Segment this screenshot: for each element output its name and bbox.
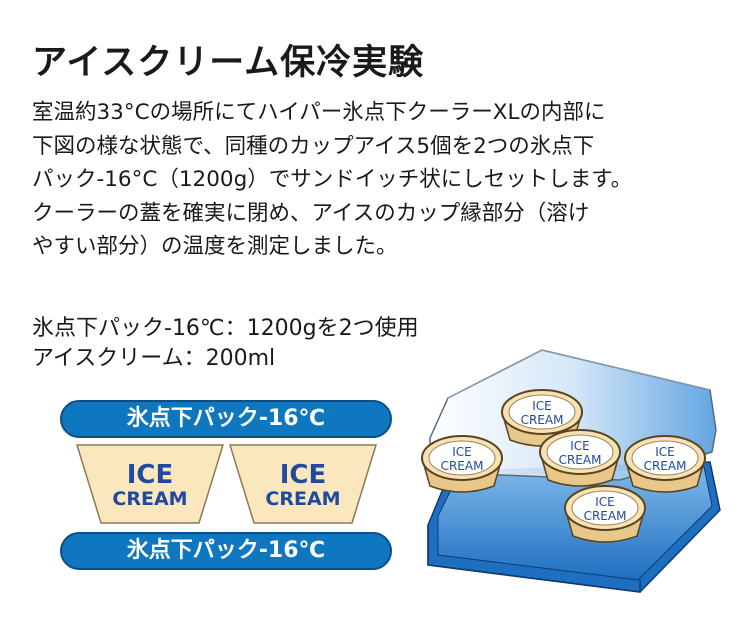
cup-shape [75, 444, 225, 524]
cup-label-cream: CREAM [559, 453, 602, 467]
cup-label-cream: CREAM [644, 459, 687, 473]
description-line: 室温約33°Cの場所にてハイパー氷点下クーラーXLの内部に [32, 100, 606, 125]
cup-label-cream: CREAM [584, 509, 627, 523]
ice-cream-cup-right: ICE CREAM [228, 443, 378, 529]
description-line: 下図の様な状態で、同種のカップアイス5個を2つの氷点下 [32, 133, 595, 159]
cup-label-ice: ICE [655, 445, 675, 459]
spec-ice-pack: 氷点下パック-16℃：1200gを2つ使用 [32, 316, 419, 341]
cup-label-cream: CREAM [112, 488, 188, 510]
cup-label-ice: ICE [452, 445, 472, 459]
cup-label-ice: ICE [532, 399, 552, 413]
description-line: やすい部分）の温度を測定しました。 [32, 234, 398, 259]
cup-shape [228, 444, 378, 524]
ice-pack-bottom: 氷点下パック-16℃ [60, 532, 392, 570]
description: 室温約33°Cの場所にてハイパー氷点下クーラーXLの内部に 下図の様な状態で、同… [32, 96, 732, 264]
ice-cream-cup-left: ICE CREAM [75, 443, 225, 529]
cup-label-cream: CREAM [265, 488, 341, 510]
cup-label-cream: CREAM [441, 459, 484, 473]
cup-label-ice: ICE [126, 460, 174, 490]
cup-label-ice: ICE [279, 460, 327, 490]
cup-label-cream: CREAM [521, 413, 564, 427]
spec-ice-cream: アイスクリーム：200ml [32, 346, 276, 371]
cup-label-ice: ICE [595, 495, 615, 509]
page-title: アイスクリーム保冷実験 [32, 43, 425, 83]
ice-pack-top: 氷点下パック-16℃ [60, 400, 392, 438]
description-line: クーラーの蓋を確実に閉め、アイスのカップ縁部分（溶け [32, 200, 590, 226]
spec-block: 氷点下パック-16℃：1200gを2つ使用 アイスクリーム：200ml [32, 314, 419, 374]
cup-label-ice: ICE [570, 439, 590, 453]
description-line: パック-16°C（1200g）でサンドイッチ状にしセットします。 [32, 167, 633, 192]
